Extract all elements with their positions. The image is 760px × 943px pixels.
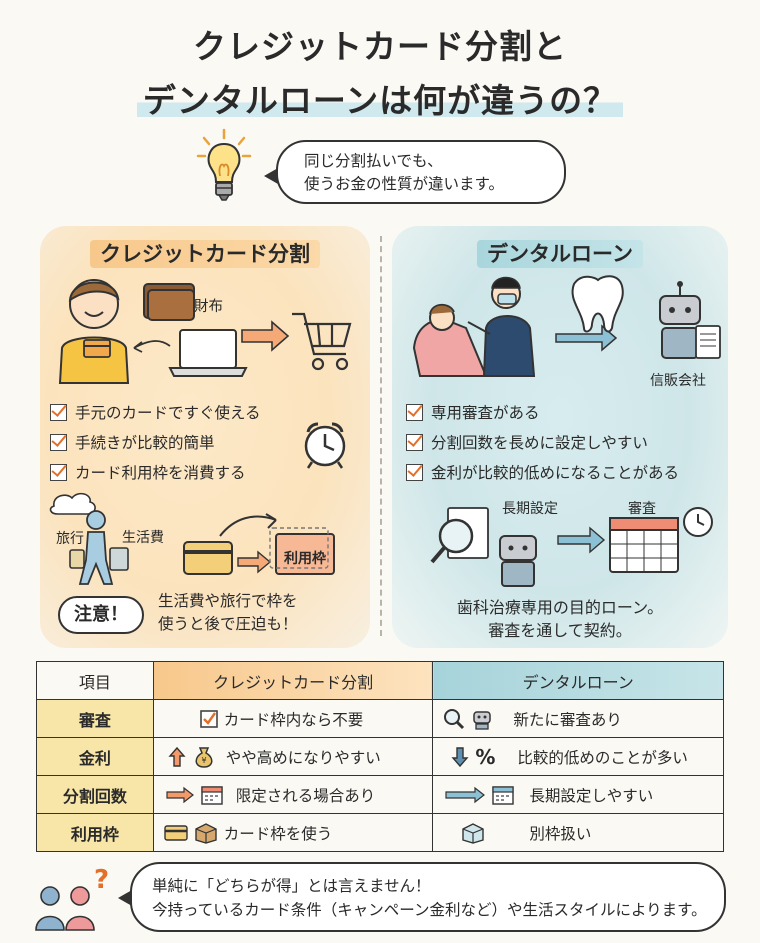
up-arrow-icon — [168, 746, 186, 768]
down-arrow-icon — [451, 746, 469, 768]
credit-card-icon — [164, 824, 188, 842]
row-label: 金利 — [36, 737, 154, 776]
panel-divider — [380, 236, 382, 636]
credit-heading: クレジットカード分割 — [40, 238, 370, 268]
clock-icon — [683, 507, 713, 537]
footer-bubble: 単純に「どちらが得」とは言えません！ 今持っているカード条件（キャンペーン金利な… — [118, 862, 726, 932]
dental-point-1: 専用審査がある — [406, 401, 540, 423]
dentist-patient-icon — [412, 276, 536, 377]
money-bag-icon: ¥ — [192, 745, 216, 769]
caution-text: 生活費や旅行で枠を 使うと後で圧迫も！ — [158, 592, 298, 633]
dental-point-2: 分割回数を長めに設定しやすい — [406, 431, 648, 453]
calendar-icon — [491, 784, 515, 806]
living-expense-label: 生活費 — [122, 530, 164, 546]
header-credit: クレジットカード分割 — [152, 661, 434, 700]
credit-card-icon — [183, 541, 233, 575]
person-with-card-icon — [58, 279, 130, 384]
arrow-icon — [555, 324, 618, 352]
calendar-icon — [200, 784, 224, 806]
robot-icon — [471, 708, 493, 730]
cell-value: 長期設定しやすい — [529, 786, 654, 805]
cell-value: 別枠扱い — [529, 824, 592, 843]
cell-value: カード枠を使う — [223, 824, 333, 843]
footer-line1: 単純に「どちらが得」とは言えません！ — [152, 877, 431, 895]
credit-point-2: 手続きが比較的簡単 — [50, 431, 215, 453]
arrow-icon — [445, 786, 486, 803]
shopping-cart-icon — [292, 312, 352, 371]
box-icon — [194, 822, 218, 844]
box-icon — [461, 822, 485, 844]
tooth-icon — [571, 275, 624, 333]
dental-point-3: 金利が比較的低めになることがある — [406, 461, 679, 483]
row-label: 分割回数 — [36, 775, 154, 814]
credit-spending-illustration — [49, 492, 335, 585]
table-row: 金利 ¥ やや高めになりやすい % 比較的低めのことが多い — [36, 737, 724, 776]
table-row: 利用枠 カード枠を使う 別枠扱い — [36, 813, 724, 852]
comparison-table: 項目 クレジットカード分割 デンタルローン 審査 カード枠内なら不要 新たに審査… — [36, 661, 724, 852]
table-row: 審査 カード枠内なら不要 新たに審査あり — [36, 699, 724, 738]
robot-icon — [499, 535, 537, 587]
credit-point-3: カード利用枠を消費する — [50, 461, 246, 483]
checkbox-icon — [199, 709, 218, 728]
cell-value: 比較的低めのことが多い — [517, 748, 688, 767]
header-dental: デンタルローン — [432, 661, 724, 700]
arrow-icon — [241, 320, 290, 352]
arrow-icon — [166, 786, 194, 803]
magnifier-icon — [443, 708, 465, 730]
intro-line2: 使うお金の性質が違います。 — [304, 175, 504, 193]
cell-value: 新たに審査あり — [513, 710, 622, 729]
document-search-icon — [430, 507, 489, 564]
calendar-icon — [609, 517, 679, 573]
people-question-icon: ? — [35, 865, 109, 931]
person-with-bags-icon — [69, 510, 129, 585]
lightbulb-icon — [196, 128, 252, 210]
arrow-icon — [237, 550, 272, 574]
limit-label: 利用枠 — [284, 551, 326, 567]
table-header-row: 項目 クレジットカード分割 デンタルローン — [36, 661, 724, 700]
cell-value: カード枠内なら不要 — [223, 710, 364, 729]
dental-heading: デンタルローン — [392, 238, 728, 268]
footer-line2: 今持っているカード条件（キャンペーン金利など）や生活スタイルによります。 — [152, 901, 707, 919]
travel-label: 旅行 — [56, 531, 84, 547]
long-term-label: 長期設定 — [502, 501, 558, 517]
cell-value: やや高めになりやすい — [225, 748, 381, 767]
limit-box — [275, 533, 335, 575]
svg-text:?: ? — [94, 865, 109, 895]
table-row: 分割回数 限定される場合あり 長期設定しやすい — [36, 775, 724, 814]
credit-illustration — [58, 279, 352, 384]
percent-icon: % — [475, 744, 496, 769]
thought-cloud-icon — [49, 492, 96, 515]
wallet-icon — [143, 283, 195, 321]
caution-badge: 注意！ — [58, 596, 144, 634]
cell-value: 限定される場合あり — [235, 786, 376, 805]
row-label: 利用枠 — [36, 813, 154, 852]
row-label: 審査 — [36, 699, 154, 738]
intro-bubble: 同じ分割払いでも、 使うお金の性質が違います。 — [264, 140, 566, 204]
lender-label: 信販会社 — [650, 373, 706, 389]
robot-lender-icon — [659, 281, 721, 359]
arrow-icon — [557, 526, 606, 554]
dental-caption: 歯科治療専用の目的ローン。 審査を通して契約。 — [456, 598, 664, 640]
laptop-icon — [168, 329, 248, 377]
dental-process-illustration — [430, 507, 713, 587]
credit-point-1: 手元のカードですぐ使える — [50, 401, 261, 423]
dental-illustration — [412, 275, 721, 377]
review-label: 審査 — [628, 501, 656, 517]
intro-line1: 同じ分割払いでも、 — [304, 152, 443, 170]
alarm-clock-icon — [304, 422, 346, 469]
wallet-label: 財布 — [194, 299, 223, 315]
header-item: 項目 — [36, 661, 154, 700]
page-title-line2: デンタルローンは何が違うの？ — [0, 74, 760, 122]
svg-text:¥: ¥ — [201, 756, 206, 765]
page-title-line1: クレジットカード分割と — [193, 27, 567, 66]
